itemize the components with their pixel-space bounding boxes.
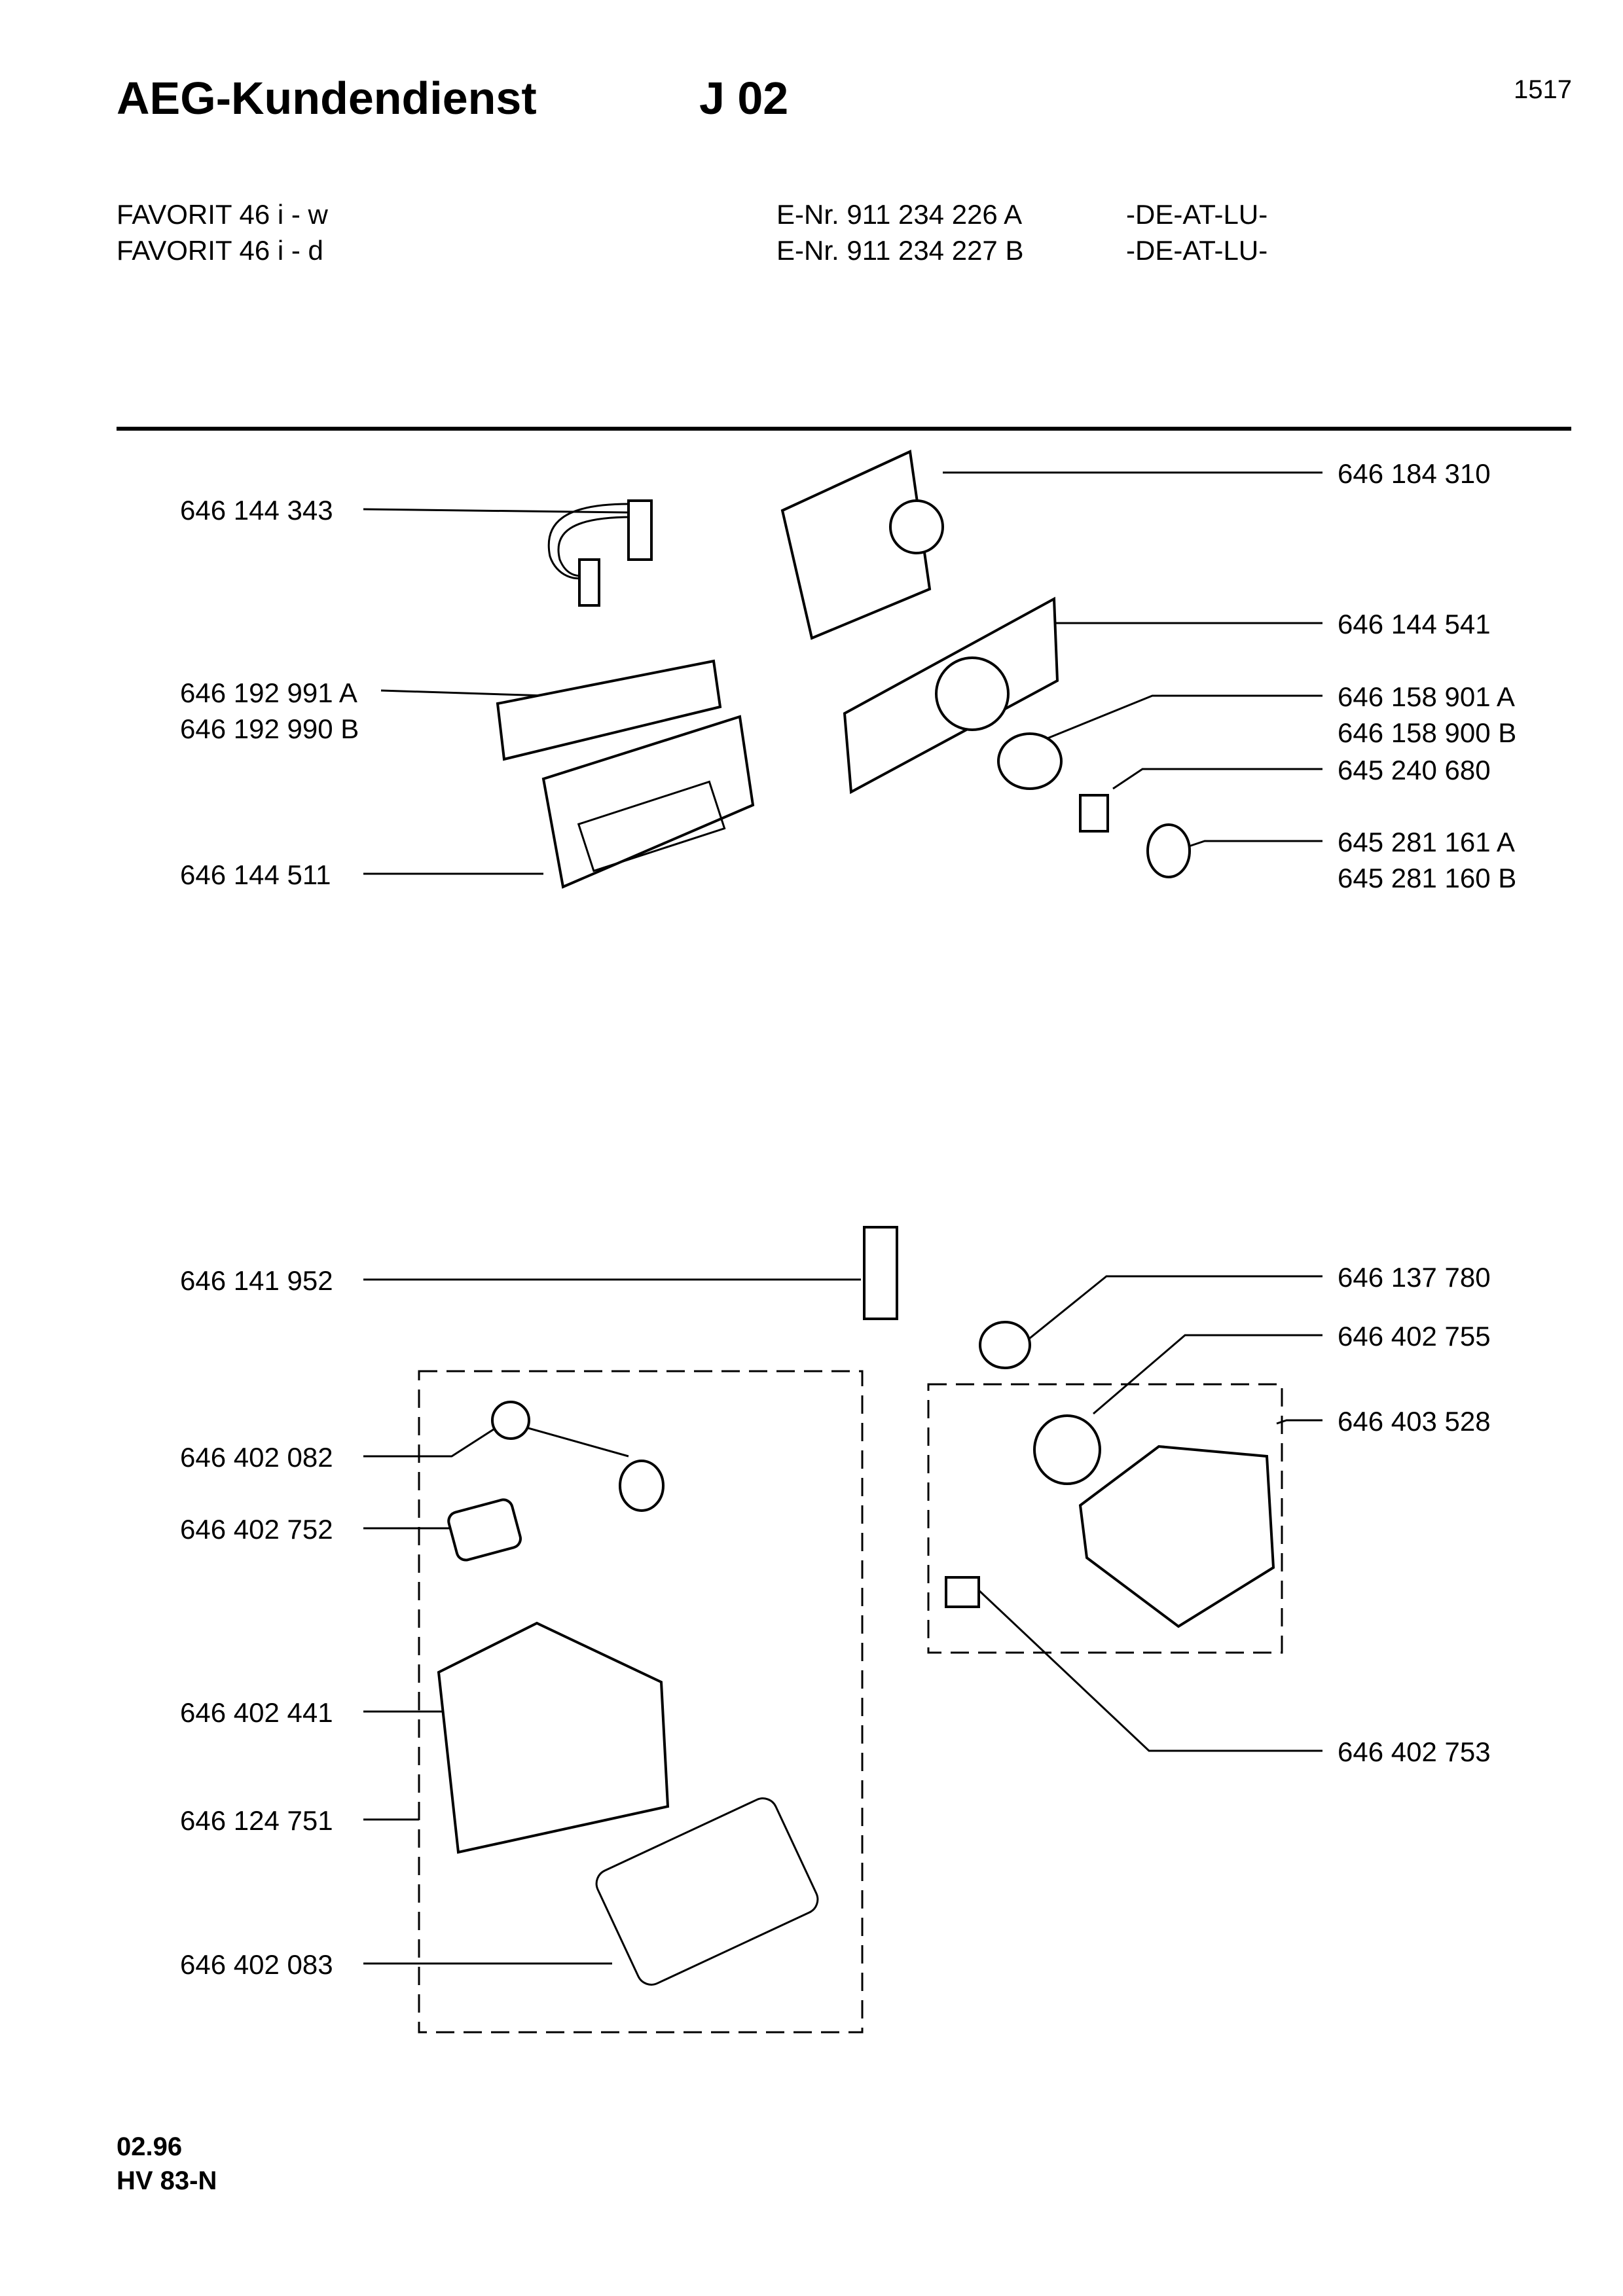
part-number: 646 403 528 [1338,1406,1491,1437]
model-name: FAVORIT 46 i - w [117,199,328,230]
part-number: 646 192 991 A [180,677,357,708]
part-number: 646 158 901 A [1338,681,1515,712]
section-code: J 02 [699,73,789,124]
part-number: 646 184 310 [1338,458,1491,489]
footer-code: HV 83-N [117,2166,217,2195]
part-number: 646 402 082 [180,1442,333,1473]
part-number: 646 137 780 [1338,1262,1491,1293]
part-number: 645 281 161 A [1338,827,1515,857]
model-enr: E-Nr. 911 234 226 A [776,199,1023,230]
part-number: 646 402 753 [1338,1736,1491,1767]
part-number: 645 240 680 [1338,755,1491,785]
brand-title: AEG-Kundendienst [117,73,537,124]
part-number: 646 402 441 [180,1697,333,1728]
page-number: 1517 [1514,75,1572,104]
part-number: 646 144 511 [180,859,331,890]
model-countries: -DE-AT-LU- [1126,235,1268,266]
part-number: 646 402 755 [1338,1321,1491,1352]
part-number: 646 158 900 B [1338,717,1517,748]
part-number: 645 281 160 B [1338,863,1517,893]
part-number: 646 144 343 [180,495,333,526]
model-name: FAVORIT 46 i - d [117,235,323,266]
footer-date: 02.96 [117,2132,183,2161]
part-number: 646 144 541 [1338,609,1491,639]
part-number: 646 402 083 [180,1949,333,1980]
header-divider [117,427,1571,431]
part-number: 646 141 952 [180,1265,333,1296]
part-number: 646 402 752 [180,1514,333,1545]
part-number: 646 124 751 [180,1805,333,1836]
part-number: 646 192 990 B [180,713,359,744]
model-enr: E-Nr. 911 234 227 B [776,235,1024,266]
model-countries: -DE-AT-LU- [1126,199,1268,230]
